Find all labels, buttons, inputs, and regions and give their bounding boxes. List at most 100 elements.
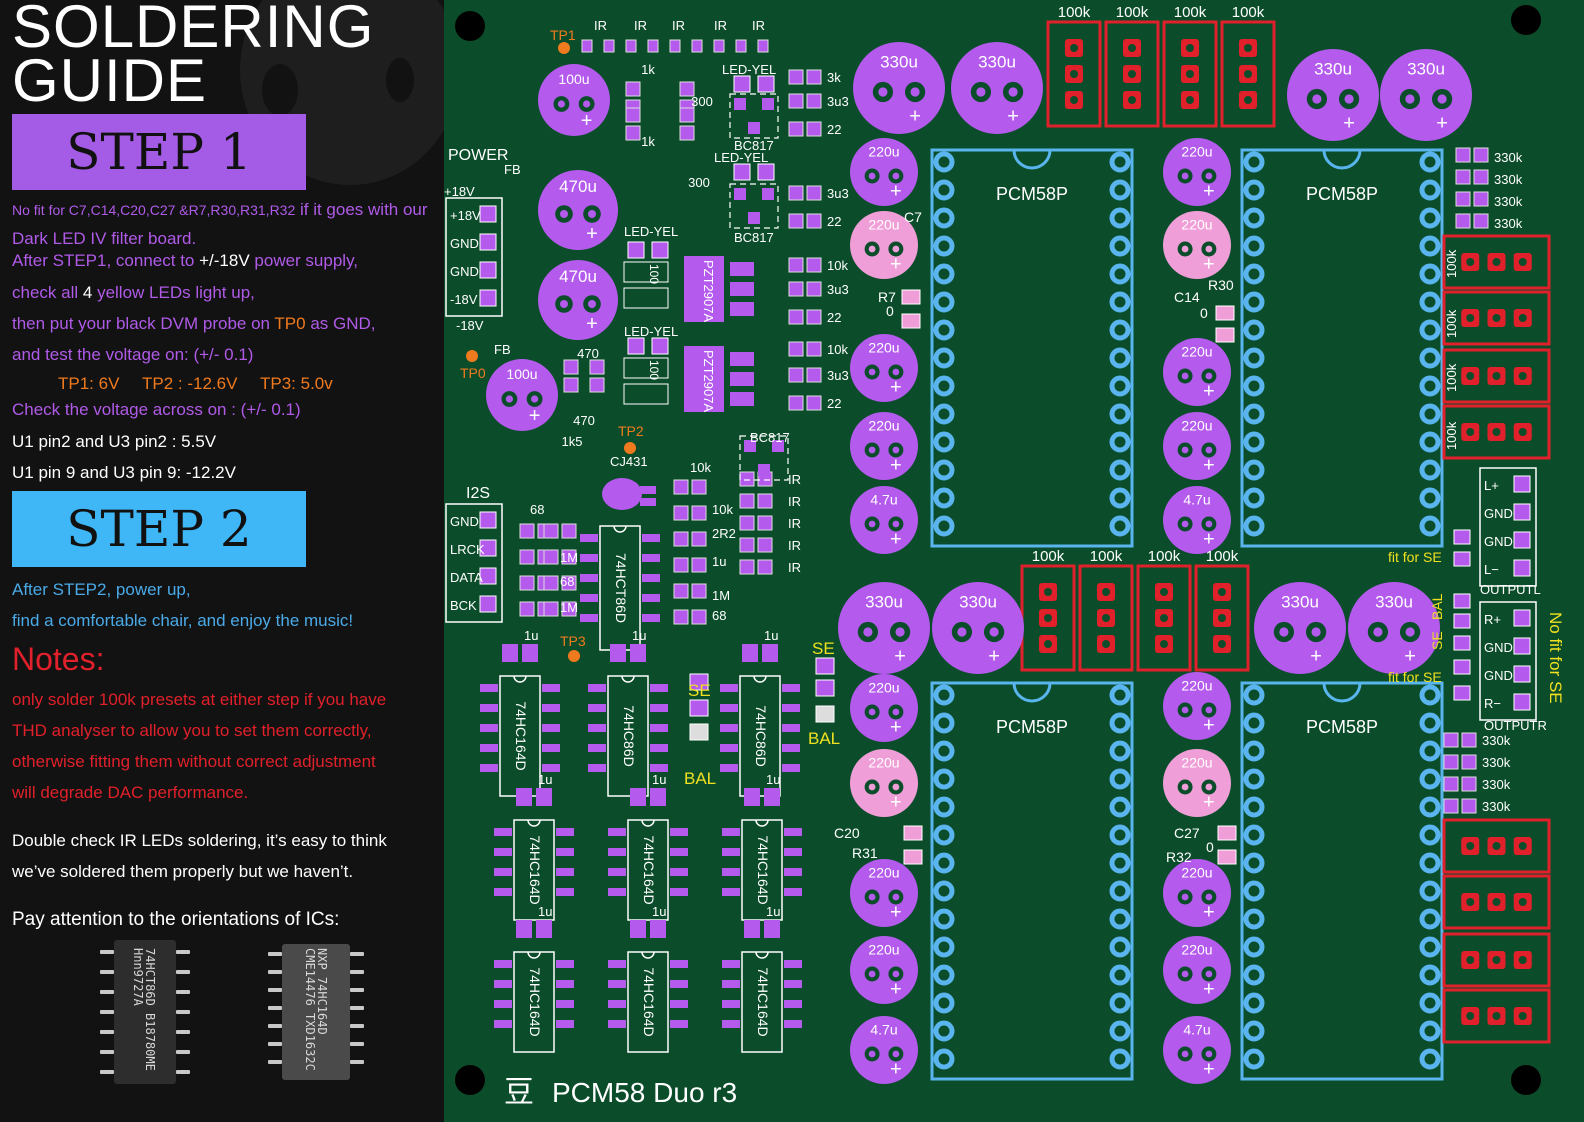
dac-pin-pad bbox=[1419, 235, 1441, 257]
capacitor-body bbox=[1163, 749, 1231, 817]
capacitor-label: 220u bbox=[868, 217, 899, 233]
ref-c20: C20 bbox=[834, 825, 860, 841]
dac-pin-pad bbox=[1109, 880, 1131, 902]
dac-pin-pad bbox=[1419, 852, 1441, 874]
ic-pad bbox=[722, 848, 740, 856]
header-layer bbox=[445, 197, 1537, 721]
capacitor-body bbox=[1287, 49, 1379, 141]
capacitor-polarity: + bbox=[1343, 113, 1355, 135]
dac-pin-pad bbox=[933, 347, 955, 369]
capacitor-pad-hole bbox=[868, 446, 876, 454]
zero-ohm-pad bbox=[1217, 849, 1237, 865]
dac-pin-pad bbox=[1243, 684, 1265, 706]
mounting-hole bbox=[455, 1065, 485, 1095]
preset-pad-hole bbox=[1218, 640, 1226, 648]
dac-pin-pad bbox=[1243, 880, 1265, 902]
ic-bypass-pad bbox=[630, 644, 646, 662]
transistor-pad bbox=[772, 440, 784, 452]
capacitor-pad-hole bbox=[878, 87, 888, 97]
output-left-pin-label: GND bbox=[1484, 506, 1513, 521]
smd-pad bbox=[806, 185, 822, 201]
dac-pin-pad bbox=[1243, 487, 1265, 509]
capacitor-label: 330u bbox=[1407, 59, 1445, 78]
ic-pad bbox=[642, 534, 660, 542]
dac-pin-pad bbox=[1109, 515, 1131, 537]
header-pin bbox=[479, 233, 497, 251]
capacitor-pad-hole bbox=[868, 970, 876, 978]
dac-pin-pad bbox=[1243, 459, 1265, 481]
capacitor-label: 220u bbox=[1181, 144, 1212, 160]
double-check-line: we’ve soldered them properly but we have… bbox=[12, 862, 354, 881]
dac-pin-pad bbox=[1243, 207, 1265, 229]
capacitor-label: 220u bbox=[1181, 217, 1212, 233]
capacitor-body bbox=[1163, 1016, 1231, 1084]
preset-pad-hole bbox=[1102, 588, 1110, 596]
transistor-pad bbox=[762, 98, 774, 110]
smd-pad bbox=[625, 125, 641, 141]
ic-pad bbox=[580, 534, 598, 542]
dac-pin-pad bbox=[1109, 235, 1131, 257]
capacitor-polarity: + bbox=[586, 223, 598, 245]
dac-pin-pad bbox=[933, 207, 955, 229]
capacitor-pad-hole bbox=[1205, 783, 1213, 791]
dac-pin-pad bbox=[1419, 992, 1441, 1014]
ic-label: 74HC164D bbox=[641, 967, 657, 1036]
ic-outline bbox=[607, 675, 649, 797]
pzt-pad bbox=[730, 352, 754, 366]
led-count: 4 bbox=[82, 283, 93, 302]
capacitor-label: 4.7u bbox=[870, 1022, 897, 1038]
smd-pad bbox=[788, 395, 804, 411]
capacitor-body bbox=[850, 486, 918, 554]
ic-pad bbox=[588, 704, 606, 712]
capacitor-pad-hole bbox=[868, 708, 876, 716]
smd-label: 1k bbox=[641, 134, 655, 149]
ic-pad bbox=[784, 960, 802, 968]
ic-pad bbox=[650, 764, 668, 772]
ic-pad bbox=[608, 868, 626, 876]
ir-pad bbox=[647, 39, 659, 53]
capacitor-label: 100u bbox=[506, 366, 537, 382]
pzt-body bbox=[684, 346, 724, 412]
dac-pin-pad bbox=[1109, 1048, 1131, 1070]
capacitor-label: 100u bbox=[558, 71, 589, 87]
smd-pad bbox=[679, 81, 695, 97]
ic-pad bbox=[784, 828, 802, 836]
mounting-hole bbox=[455, 11, 485, 41]
preset-pad-hole bbox=[1466, 314, 1475, 322]
led-pad bbox=[733, 75, 751, 93]
step1-banner: STEP 1 bbox=[12, 114, 306, 190]
capacitor-pad-hole bbox=[557, 100, 565, 108]
led-pad bbox=[733, 163, 751, 181]
capacitor-pad-hole bbox=[531, 395, 539, 403]
capacitor-pad-hole bbox=[892, 245, 900, 253]
smd-pad bbox=[563, 359, 579, 375]
smd-label: IR bbox=[788, 560, 801, 575]
ic-pad bbox=[722, 1000, 740, 1008]
step2-after: After STEP2, power up, bbox=[12, 580, 191, 599]
ir-pad bbox=[581, 39, 593, 53]
smd-pad bbox=[788, 367, 804, 383]
ic-notch bbox=[755, 951, 769, 959]
led-pad bbox=[627, 337, 645, 355]
smd-pad bbox=[757, 537, 773, 553]
preset-label: 100k bbox=[1032, 548, 1065, 565]
preset-outline bbox=[1162, 20, 1218, 128]
smd-pad bbox=[1443, 798, 1459, 814]
capacitor-body bbox=[850, 412, 918, 480]
ic-pad bbox=[642, 614, 660, 622]
ic-bypass-pad bbox=[744, 788, 760, 806]
jumper-se-label: SE bbox=[1429, 631, 1445, 650]
no-fit-for-se-label: No fit for SE bbox=[1546, 612, 1565, 704]
test-point-label: TP1 bbox=[550, 27, 576, 43]
ic-pad bbox=[670, 980, 688, 988]
capacitor-polarity: + bbox=[1310, 646, 1322, 668]
header-pin bbox=[479, 261, 497, 279]
cj431-body bbox=[602, 478, 642, 510]
test-point-pad bbox=[624, 442, 636, 454]
preset-outline bbox=[1442, 988, 1551, 1044]
jumper-bal-label: BAL bbox=[1429, 593, 1445, 620]
ic-pad bbox=[608, 1020, 626, 1028]
smd-pad bbox=[806, 367, 822, 383]
preset-pad-hole bbox=[1218, 614, 1226, 622]
ic-notch bbox=[613, 525, 627, 533]
